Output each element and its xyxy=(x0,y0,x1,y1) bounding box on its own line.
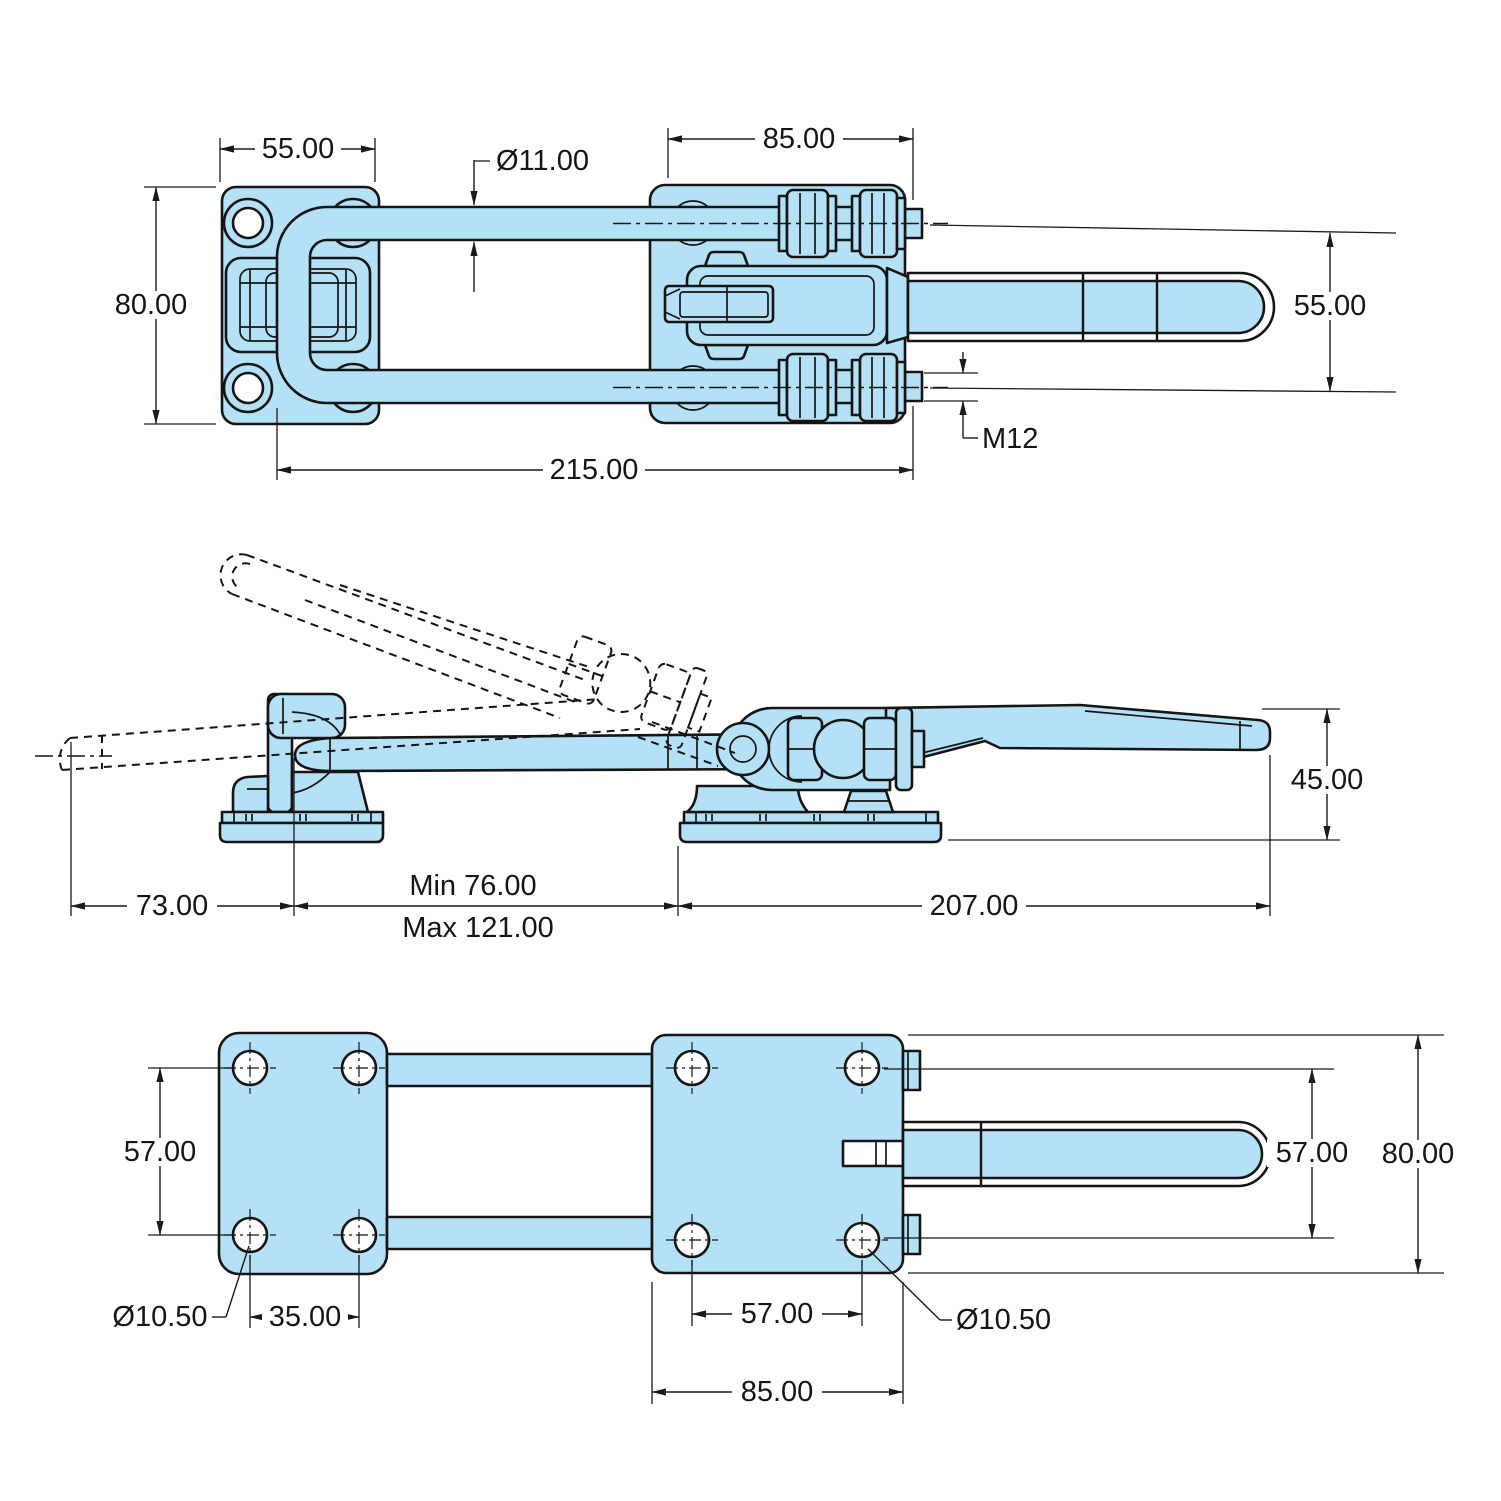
dim-hole-spacing-57-right: 57.00 xyxy=(884,1068,1357,1239)
catch-base xyxy=(218,810,385,844)
dim-hole-dia-right: Ø10.50 xyxy=(867,1248,1051,1336)
dim-label: Ø11.00 xyxy=(496,145,589,177)
dim-hole-spacing-57-left: 57.00 xyxy=(115,1067,236,1236)
bottom-view: 57.00 Ø10.50 35.00 57.0 xyxy=(112,1031,1463,1408)
handle-bottom-view xyxy=(901,1120,1272,1188)
dim-label: 73.00 xyxy=(136,890,209,922)
studs-bottom xyxy=(901,1049,922,1256)
bottom-view-dimensions: 57.00 Ø10.50 35.00 57.0 xyxy=(112,1034,1463,1408)
dim-label: 57.00 xyxy=(124,1136,197,1168)
bottom-holes xyxy=(224,1042,888,1266)
dim-label: Ø10.50 xyxy=(956,1304,1051,1336)
dim-label: 207.00 xyxy=(930,890,1019,922)
nut-cluster-side xyxy=(786,706,926,792)
handle-side-view xyxy=(884,703,1272,763)
dim-hole-spacing-57-bottom: 57.00 xyxy=(691,1260,863,1330)
dim-label-min: Min 76.00 xyxy=(409,870,536,902)
side-view: 45.00 73.00 Min 76.00 Max 121.00 xyxy=(35,553,1372,944)
phantom-open-position xyxy=(35,553,736,771)
dim-height-45: 45.00 xyxy=(948,708,1372,841)
dim-label: 55.00 xyxy=(262,133,335,165)
side-view-dimensions: 45.00 73.00 Min 76.00 Max 121.00 xyxy=(70,708,1372,944)
rod-lower-bottom xyxy=(385,1215,654,1251)
dim-plate-height-80: 80.00 xyxy=(106,186,216,425)
dim-label: 80.00 xyxy=(115,289,188,321)
dim-thread-m12: M12 xyxy=(924,352,1038,455)
dim-plate-height-80-right: 80.00 xyxy=(908,1034,1463,1274)
dim-plate-width-85-bottom: 85.00 xyxy=(651,1282,904,1408)
dim-hole-spacing-35: 35.00 xyxy=(249,1255,360,1333)
clamp-base xyxy=(678,780,943,844)
dim-label: 80.00 xyxy=(1382,1138,1455,1170)
side-view-parts xyxy=(35,553,1272,844)
dim-label: 45.00 xyxy=(1291,764,1364,796)
dim-label: 35.00 xyxy=(269,1301,342,1333)
dim-rod-spacing-55: 55.00 xyxy=(929,224,1397,393)
top-view: 55.00 Ø11.00 85.00 xyxy=(106,123,1397,486)
dim-label: 55.00 xyxy=(1294,290,1367,322)
hook-notch xyxy=(841,1139,907,1168)
handle-top-view xyxy=(906,271,1276,343)
dim-travel-range: Min 76.00 Max 121.00 xyxy=(293,870,679,944)
dim-label: 57.00 xyxy=(1276,1137,1349,1169)
dim-label: M12 xyxy=(982,423,1038,455)
dim-label: 215.00 xyxy=(550,454,639,486)
dim-label-max: Max 121.00 xyxy=(402,912,554,944)
dim-catch-offset-73: 73.00 xyxy=(70,890,295,922)
dim-rod-diameter: Ø11.00 xyxy=(470,145,589,292)
top-view-dimensions: 55.00 Ø11.00 85.00 xyxy=(106,123,1397,486)
rod-upper-bottom xyxy=(385,1052,654,1088)
latch-lever xyxy=(663,250,910,361)
u-bolt-stud-lower xyxy=(903,370,924,403)
dim-overall-length-215: 215.00 xyxy=(276,406,914,486)
phantom-nut-cluster xyxy=(558,635,713,749)
dim-label: 57.00 xyxy=(741,1298,814,1330)
u-bolt xyxy=(275,205,907,405)
catch-bracket xyxy=(231,692,370,814)
dim-label: 85.00 xyxy=(741,1376,814,1408)
left-plate-bottom xyxy=(217,1031,389,1276)
dim-label: Ø10.50 xyxy=(112,1301,207,1333)
dim-label: 85.00 xyxy=(763,123,836,155)
u-bolt-side xyxy=(293,732,792,773)
dim-latch-plate-width-85: 85.00 xyxy=(667,123,914,200)
top-view-parts xyxy=(220,183,1276,426)
dim-plate-width-55: 55.00 xyxy=(219,133,376,182)
dim-base-length-207: 207.00 xyxy=(677,890,1271,922)
dim-hole-dia-left: Ø10.50 xyxy=(112,1245,250,1333)
